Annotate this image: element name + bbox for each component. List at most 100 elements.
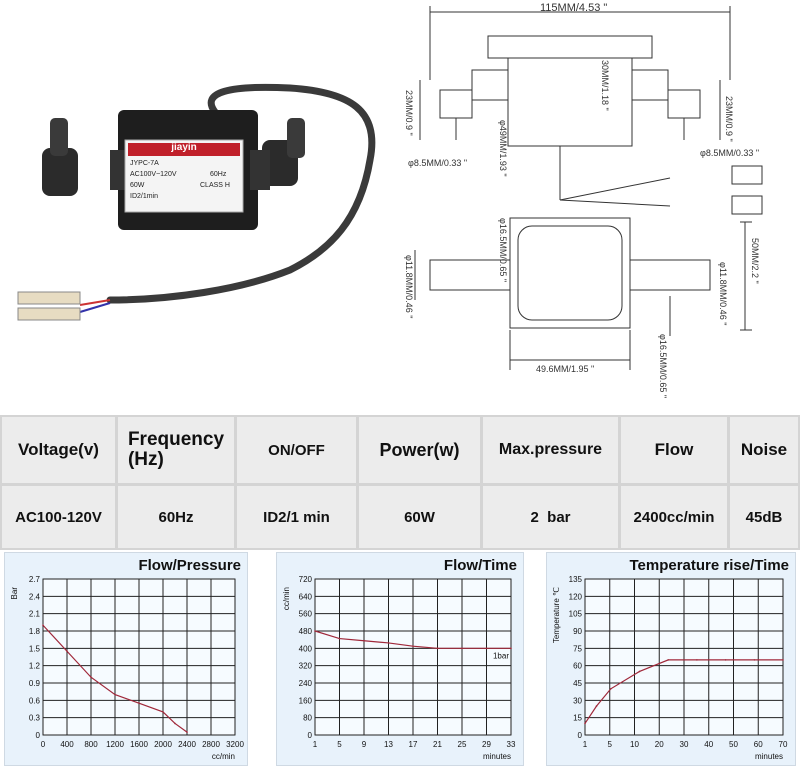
inlet-nozzle — [42, 118, 78, 196]
y-tick-label: 75 — [573, 644, 582, 653]
data-point — [186, 731, 188, 733]
freq-label: 60Hz — [210, 171, 227, 178]
y-tick-label: 480 — [299, 627, 313, 636]
data-point — [314, 630, 316, 632]
y-tick-label: 60 — [573, 662, 582, 671]
value-noise: 45dB — [730, 486, 798, 548]
data-point — [595, 705, 598, 707]
header-power: Power(w) — [359, 417, 480, 483]
y-tick-label: 0 — [578, 731, 583, 740]
y-tick-label: 2.4 — [29, 592, 41, 601]
y-tick-label: 1.8 — [29, 627, 41, 636]
x-tick-label: 29 — [482, 740, 491, 749]
x-tick-label: 5 — [337, 740, 342, 749]
data-point — [174, 722, 176, 725]
x-axis-label: minutes — [755, 752, 783, 761]
x-tick-label: 20 — [655, 740, 664, 749]
dim-bottom-dia: φ16.5MM/0.65 " — [658, 334, 668, 399]
data-point — [138, 702, 140, 705]
x-tick-label: 0 — [41, 740, 46, 749]
x-tick-label: 30 — [680, 740, 689, 749]
data-point — [724, 659, 727, 661]
dim-left-dia: φ11.8MM/0.46 " — [404, 255, 414, 319]
data-point — [387, 642, 390, 644]
x-tick-label: 1200 — [106, 740, 124, 749]
data-point — [412, 645, 414, 647]
y-axis-label: cc/min — [282, 587, 291, 610]
header-noise: Noise — [730, 417, 798, 483]
dim-right-h: 23MM/0.9 " — [724, 96, 734, 142]
dim-side-height: 50MM/2.2 " — [750, 238, 760, 284]
voltage-label: AC100V~120V — [130, 171, 177, 178]
x-tick-label: 70 — [779, 740, 788, 749]
class-label: CLASS H — [200, 182, 230, 189]
power-cable — [106, 83, 376, 304]
outlet-nozzle — [262, 118, 305, 186]
x-tick-label: 2800 — [202, 740, 220, 749]
y-tick-label: 320 — [299, 662, 313, 671]
brand-label: jiayin — [171, 142, 197, 153]
series-annotation: 1bar — [493, 651, 509, 660]
y-tick-label: 135 — [569, 575, 583, 584]
y-tick-label: 720 — [299, 575, 313, 584]
y-tick-label: 560 — [299, 610, 313, 619]
y-axis-label: Bar — [10, 587, 19, 600]
data-point — [510, 647, 512, 650]
header-voltage: Voltage(v) — [2, 417, 115, 483]
dim-left-h: 23MM/0.9 " — [404, 90, 414, 136]
y-tick-label: 120 — [569, 592, 583, 601]
header-frequency: Frequency (Hz) — [118, 417, 234, 483]
x-tick-label: 25 — [458, 740, 467, 749]
x-tick-label: 13 — [384, 740, 393, 749]
dim-width: 115MM/4.53 " — [540, 2, 608, 14]
value-frequency: 60Hz — [118, 486, 234, 548]
data-point — [667, 659, 670, 661]
x-tick-label: 50 — [729, 740, 738, 749]
y-tick-label: 80 — [303, 714, 312, 723]
x-tick-label: 33 — [507, 740, 516, 749]
y-axis-label: Temperature ℃ — [552, 587, 561, 643]
data-point — [610, 687, 612, 690]
x-tick-label: 10 — [630, 740, 639, 749]
chart-title: Temperature rise/Time — [629, 557, 789, 574]
y-tick-label: 400 — [299, 644, 313, 653]
value-onoff: ID2/1 min — [237, 486, 356, 548]
chart-title: Flow/Pressure — [138, 557, 241, 574]
y-tick-label: 0.6 — [29, 696, 41, 705]
chart-title: Flow/Time — [443, 557, 517, 574]
dim-body-dia: φ16.5MM/0.65 " — [498, 218, 508, 283]
data-point — [162, 711, 164, 713]
x-axis-label: cc/min — [212, 752, 235, 761]
duty-label: ID2/1min — [130, 193, 159, 200]
x-axis-label: minutes — [483, 752, 511, 761]
data-point — [90, 676, 92, 679]
x-tick-label: 1 — [313, 740, 318, 749]
data-point — [696, 659, 698, 661]
y-tick-label: 1.2 — [29, 662, 41, 671]
dim-bottom-right: φ8.5MM/0.33 " — [700, 148, 760, 158]
y-tick-label: 2.1 — [29, 610, 41, 619]
y-tick-label: 0.3 — [29, 714, 41, 723]
y-tick-label: 0 — [308, 731, 313, 740]
y-tick-label: 0 — [36, 731, 41, 740]
data-point — [436, 647, 439, 650]
data-point — [114, 693, 116, 696]
dim-center-dia: φ49MM/1.93 " — [498, 120, 508, 177]
y-tick-label: 15 — [573, 714, 582, 723]
data-point — [782, 659, 784, 661]
data-point — [584, 722, 586, 725]
data-point — [753, 659, 756, 661]
data-point — [485, 647, 488, 650]
header-flow: Flow — [621, 417, 727, 483]
data-point — [638, 670, 641, 673]
data-point — [42, 624, 44, 627]
data-point — [66, 650, 68, 653]
y-tick-label: 1.5 — [29, 644, 41, 653]
x-tick-label: 3200 — [226, 740, 244, 749]
y-tick-label: 45 — [573, 679, 582, 688]
